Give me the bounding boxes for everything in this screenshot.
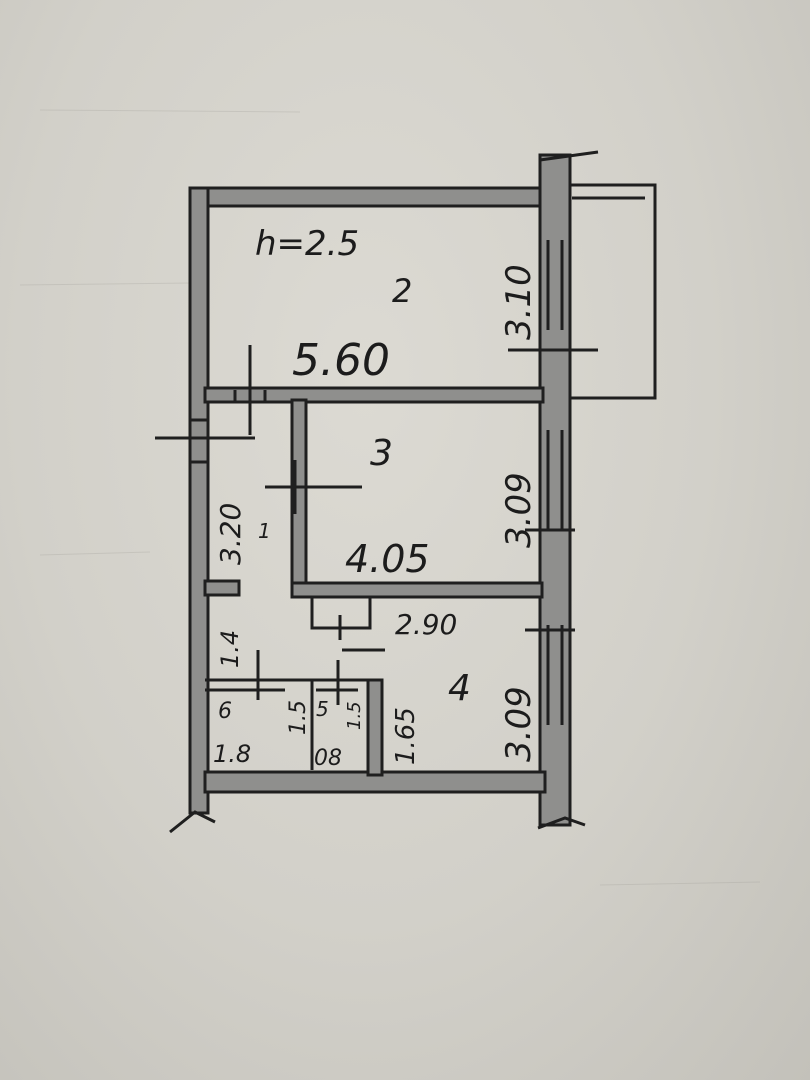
room-3-length: 4.05 <box>345 537 430 581</box>
room-4-number: 4 <box>448 668 471 709</box>
room-5-length: 1.5 <box>344 701 365 730</box>
room-1-number: 1 <box>258 519 271 543</box>
wall-break-mark-bottom-right <box>537 816 586 830</box>
room-2-length: 5.60 <box>292 335 390 386</box>
room-1-length: 3.20 <box>214 503 247 565</box>
room-2-number: 2 <box>392 272 412 310</box>
room-6-length: 1.8 <box>213 740 251 768</box>
room-5-number: 5 <box>316 697 329 721</box>
windows <box>508 240 598 725</box>
room-2-width: 3.10 <box>499 264 539 340</box>
door-marks <box>155 345 385 705</box>
exterior-walls <box>188 153 572 827</box>
room-4-length: 2.90 <box>395 608 457 641</box>
room-1-width: 1.4 <box>216 630 244 668</box>
room-7-dimension: 1.65 <box>391 707 421 765</box>
room-3-number: 3 <box>370 433 393 474</box>
balcony <box>570 183 657 400</box>
room-5-width: 08 <box>314 746 342 771</box>
wall-break-mark-top <box>539 150 599 162</box>
room-6-number: 6 <box>218 699 232 724</box>
room-4-width: 3.09 <box>499 686 539 762</box>
room-3-width: 3.09 <box>499 472 539 548</box>
ceiling-height-label: h=2.5 <box>255 224 359 264</box>
wall-break-mark-bottom-left <box>169 810 216 834</box>
room-6-width: 1.5 <box>286 700 311 735</box>
interior-walls <box>203 386 545 777</box>
